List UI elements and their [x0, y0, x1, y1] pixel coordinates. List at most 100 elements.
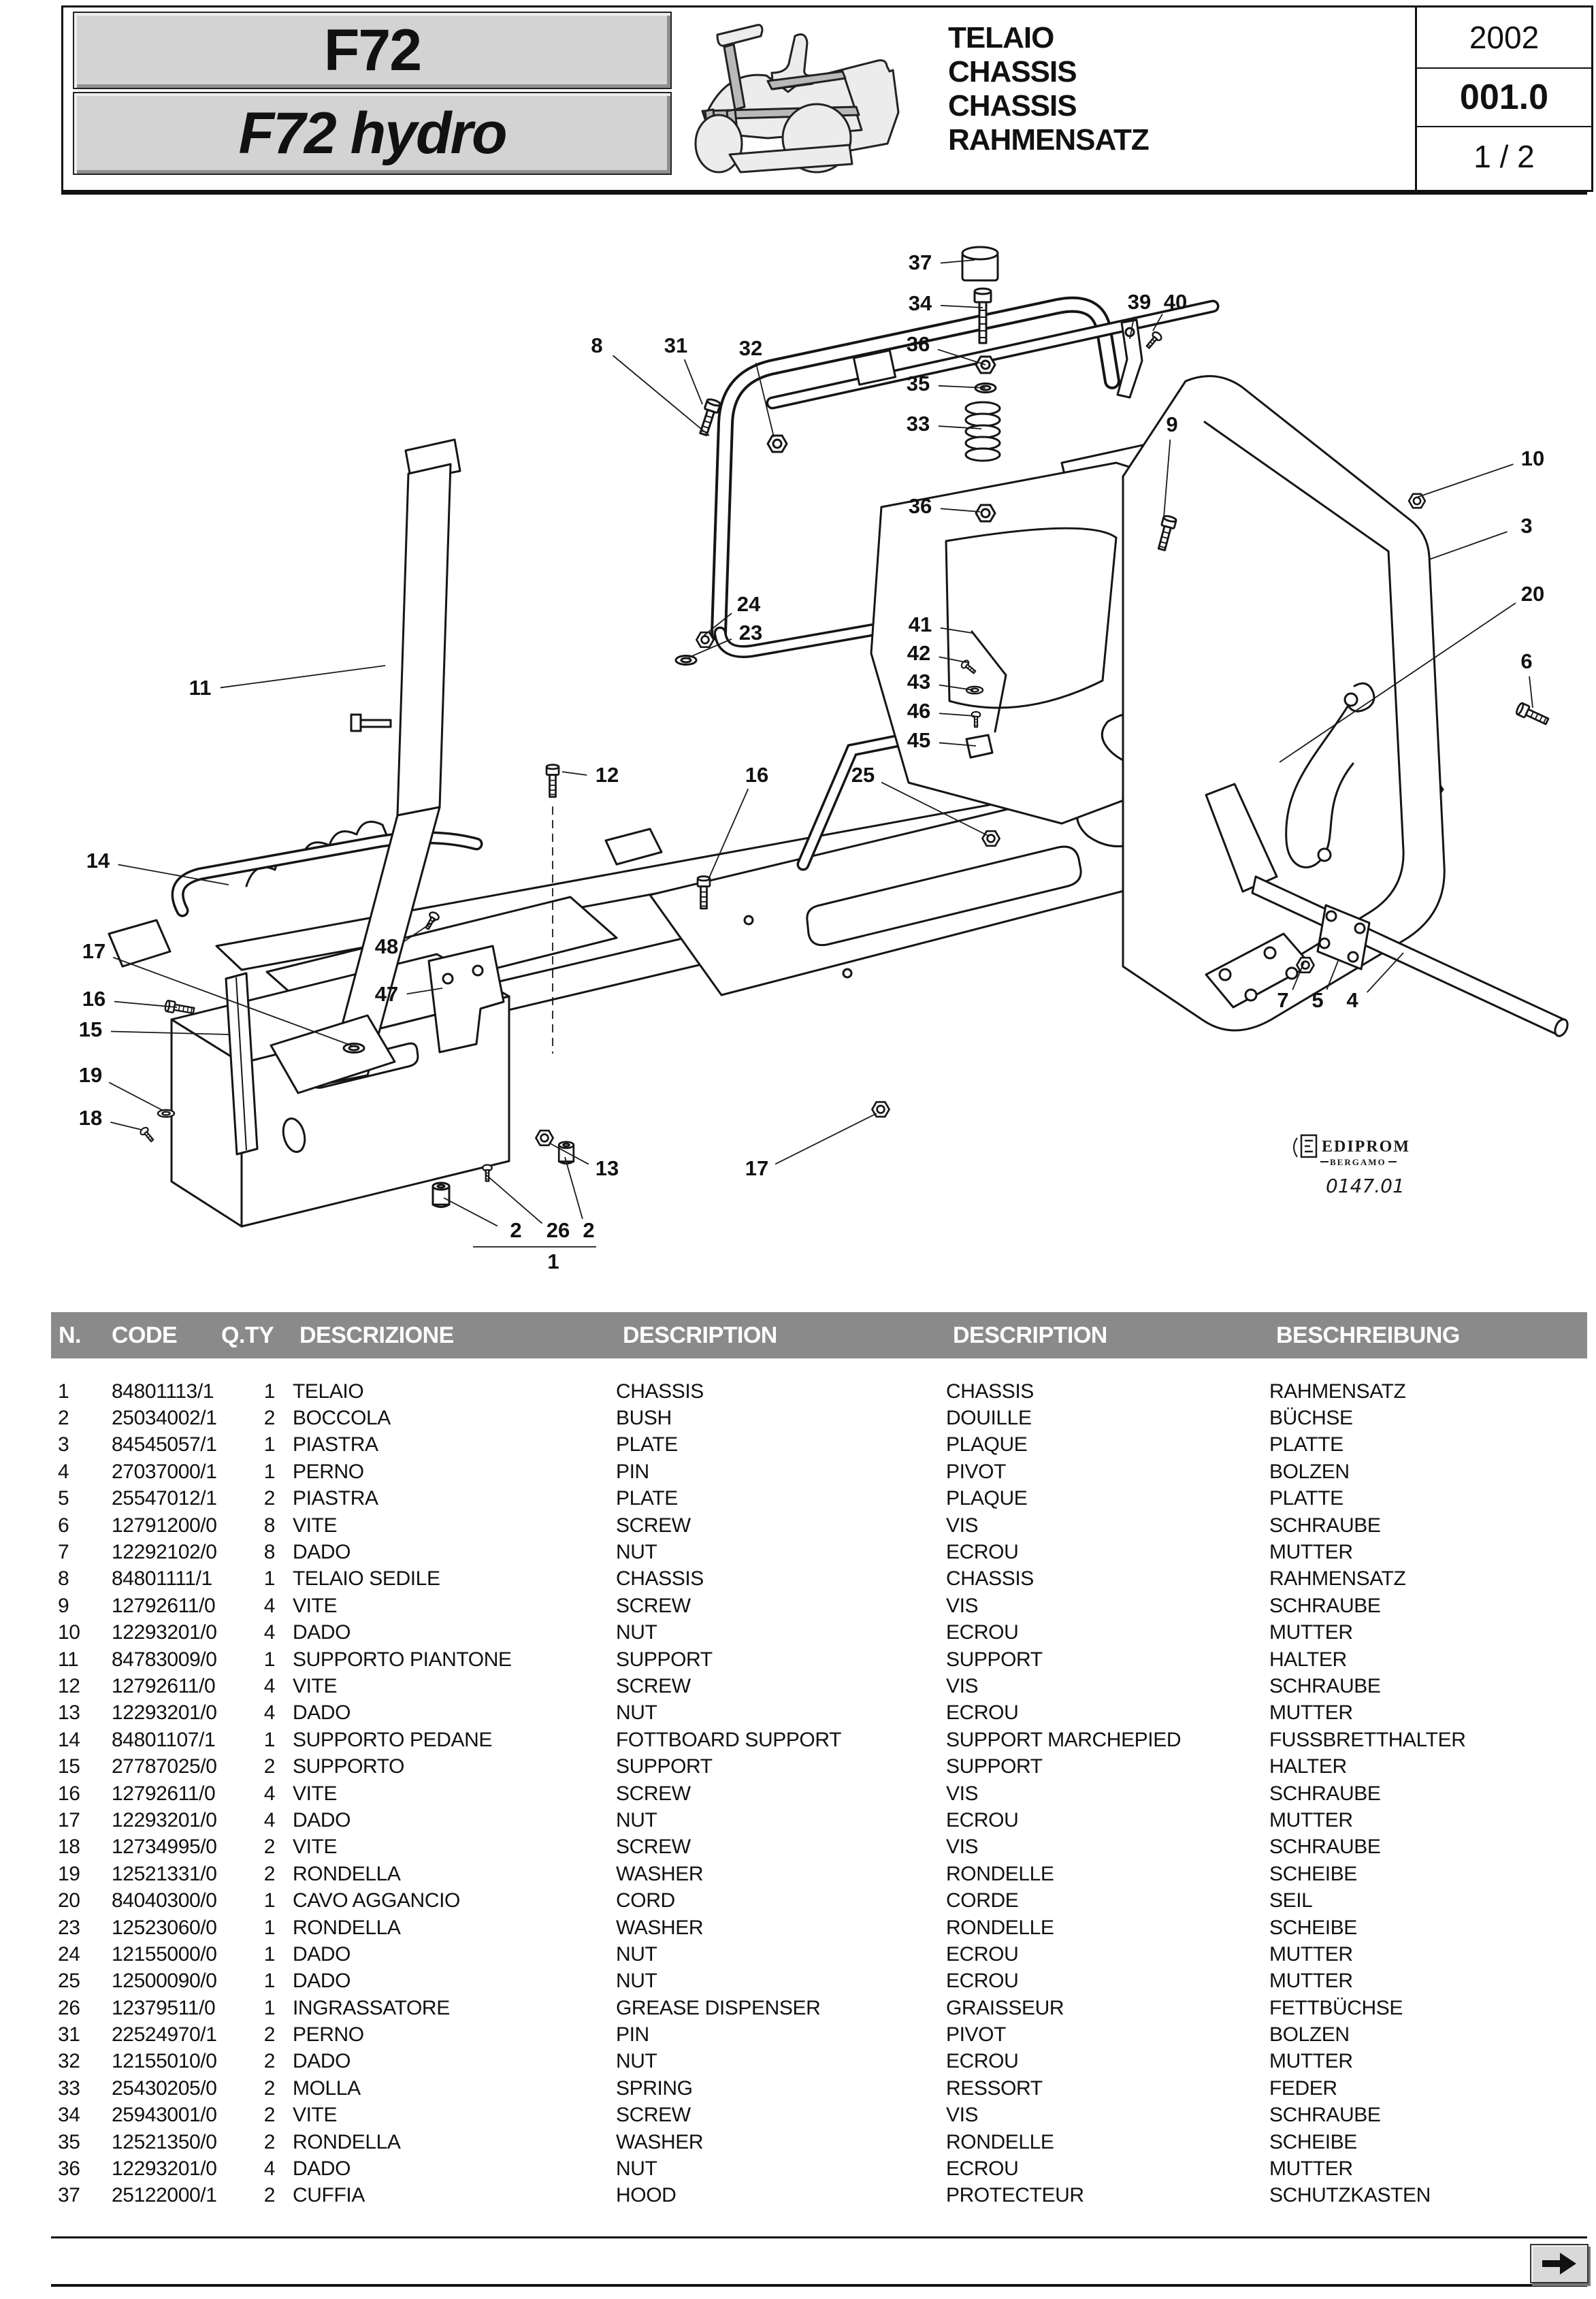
cell-descrizione: DADO [293, 1621, 351, 1644]
cell-beschreibung: SCHEIBE [1269, 1862, 1357, 1885]
col-beschreibung: BESCHREIBUNG [1276, 1322, 1460, 1348]
part-title-de: RAHMENSATZ [948, 123, 1150, 157]
cell-qty: 2 [263, 1862, 276, 1885]
cell-beschreibung: SCHRAUBE [1269, 1594, 1381, 1617]
cell-description-en: NUT [616, 2157, 657, 2181]
cell-description-en: HOOD [616, 2184, 677, 2207]
cell-code: 25943001/0 [112, 2104, 217, 2127]
cell-description-en: WASHER [616, 1916, 704, 1939]
page-indicator-cell: 1 / 2 [1473, 139, 1535, 174]
cell-description-fr: RONDELLE [946, 2130, 1054, 2153]
cell-beschreibung: SCHRAUBE [1269, 1514, 1381, 1537]
cell-n: 7 [58, 1541, 69, 1564]
cell-beschreibung: MUTTER [1269, 1970, 1353, 1993]
cell-description-fr: PIVOT [946, 1460, 1007, 1483]
cell-code: 25430205/0 [112, 2076, 217, 2100]
cell-description-en: GREASE DISPENSER [616, 1996, 821, 2019]
cell-descrizione: SUPPORTO [293, 1755, 405, 1778]
cell-qty: 2 [263, 1836, 276, 1859]
callout-16: 16 [745, 763, 768, 787]
cell-description-en: BUSH [616, 1407, 672, 1430]
sheet-code-cell: 001.0 [1417, 69, 1591, 127]
cell-qty: 1 [263, 1916, 276, 1939]
plate-code: 0147.01 [1326, 1175, 1405, 1197]
cell-n: 33 [58, 2076, 80, 2100]
cell-descrizione: DADO [293, 1942, 351, 1966]
cell-qty: 1 [263, 1567, 276, 1591]
cell-code: 84801113/1 [112, 1380, 214, 1403]
cell-qty: 2 [263, 2184, 276, 2207]
cell-code: 12155010/0 [112, 2050, 217, 2073]
cell-description-fr: DOUILLE [946, 1407, 1032, 1430]
cell-qty: 8 [263, 1541, 276, 1564]
cell-code: 12293201/0 [112, 1701, 217, 1725]
next-page-button[interactable] [1530, 2244, 1589, 2283]
cell-n: 15 [58, 1755, 80, 1778]
cell-n: 3 [58, 1433, 69, 1456]
cell-qty: 8 [263, 1514, 276, 1537]
cell-beschreibung: SCHUTZKASTEN [1269, 2184, 1431, 2207]
exploded-diagram: EDIPROM BERGAMO 0147.01 8313237343635333… [79, 246, 1569, 1273]
callout-16: 16 [82, 987, 105, 1011]
cell-beschreibung: BOLZEN [1269, 2023, 1350, 2047]
cell-qty: 2 [263, 1407, 276, 1430]
logo-sub: BERGAMO [1330, 1157, 1386, 1167]
cell-n: 12 [58, 1674, 80, 1697]
cell-descrizione: TELAIO SEDILE [293, 1567, 440, 1591]
callout-31: 31 [664, 333, 687, 357]
cell-descrizione: CAVO AGGANCIO [293, 1889, 460, 1912]
callout-7: 7 [1277, 988, 1288, 1012]
cell-qty: 4 [263, 1621, 276, 1644]
cell-description-en: SCREW [616, 1674, 691, 1697]
callout-46: 46 [907, 699, 930, 723]
callout-47: 47 [375, 982, 398, 1006]
model-box-f72-hydro: F72 hydro [73, 92, 672, 175]
cell-description-fr: PLAQUE [946, 1433, 1028, 1456]
cell-beschreibung: SCHRAUBE [1269, 2104, 1381, 2127]
cell-descrizione: VITE [293, 2104, 338, 2127]
cell-descrizione: DADO [293, 1808, 351, 1831]
cell-n: 4 [58, 1460, 69, 1483]
cell-n: 37 [58, 2184, 80, 2207]
cell-beschreibung: BOLZEN [1269, 1460, 1350, 1483]
cell-n: 2 [58, 1407, 69, 1430]
cell-descrizione: DADO [293, 2050, 351, 2073]
cell-qty: 2 [263, 1755, 276, 1778]
cell-description-fr: RESSORT [946, 2076, 1043, 2100]
cell-n: 11 [58, 1648, 79, 1671]
cell-description-en: CHASSIS [616, 1567, 704, 1591]
cell-beschreibung: SCHEIBE [1269, 1916, 1357, 1939]
cell-n: 25 [58, 1970, 80, 1993]
info-box: 2002 001.0 1 / 2 [1415, 5, 1593, 192]
cell-qty: 2 [263, 2050, 276, 2073]
cell-code: 84545057/1 [112, 1433, 217, 1456]
cell-code: 12521331/0 [112, 1862, 217, 1885]
cell-n: 9 [58, 1594, 69, 1617]
cell-beschreibung: SCHRAUBE [1269, 1782, 1381, 1805]
cell-code: 22524970/1 [112, 2023, 217, 2047]
cell-description-fr: RONDELLE [946, 1916, 1054, 1939]
cell-description-en: WASHER [616, 1862, 704, 1885]
cell-descrizione: VITE [293, 1836, 338, 1859]
cell-n: 31 [58, 2023, 80, 2047]
callout-13: 13 [596, 1156, 619, 1180]
arrow-right-icon [1542, 2253, 1576, 2274]
callout-4: 4 [1346, 988, 1358, 1012]
cell-beschreibung: RAHMENSATZ [1269, 1567, 1406, 1591]
cell-code: 25034002/1 [112, 1407, 217, 1430]
callout-15: 15 [79, 1017, 102, 1041]
cell-n: 24 [58, 1942, 80, 1966]
cell-n: 34 [58, 2104, 80, 2127]
callout-17: 17 [745, 1156, 768, 1180]
cell-description-fr: PLAQUE [946, 1487, 1028, 1510]
callout-33: 33 [907, 412, 930, 436]
cell-beschreibung: MUTTER [1269, 2157, 1353, 2181]
cell-description-en: SPRING [616, 2076, 693, 2100]
